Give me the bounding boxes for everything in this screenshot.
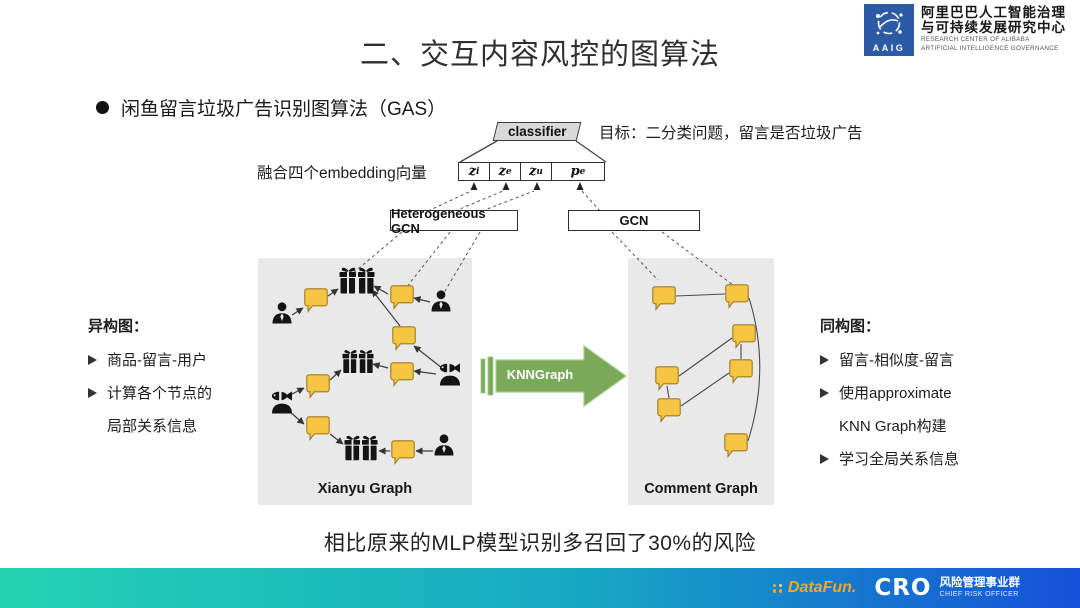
xianyu-graph-caption: Xianyu Graph [317, 481, 413, 497]
datafun-logo: DataFun. [772, 579, 857, 597]
footer-bar: DataFun. CRO 风险管理事业群 CHIEF RISK OFFICER [0, 568, 1080, 608]
list-arrow-icon [820, 354, 829, 365]
aaig-cn-line2: 与可持续发展研究中心 [921, 19, 1066, 35]
left-note-item: 计算各个节点的 [107, 385, 213, 402]
conclusion-text: 相比原来的MLP模型识别多召回了30%的风险 [323, 532, 757, 555]
embedding-arrowheads [470, 182, 584, 190]
bullet-icon [96, 101, 109, 114]
left-note-item: 局部关系信息 [107, 418, 198, 435]
homogeneous-notes: 同构图： 留言-相似度-留言 使用approximate KNN Graph构建… [820, 315, 959, 468]
dashed-connectors [351, 190, 734, 297]
aaig-logo: AAIG 阿里巴巴人工智能治理 与可持续发展研究中心 RESEARCH CENT… [864, 4, 1066, 56]
classifier-label: classifier [507, 124, 567, 139]
section-bullet: 闲鱼留言垃圾广告识别图算法（GAS） [96, 94, 446, 121]
comment-graph [652, 284, 761, 457]
cro-logo: CRO 风险管理事业群 CHIEF RISK OFFICER [874, 575, 1020, 601]
cro-en-label: CHIEF RISK OFFICER [939, 591, 1019, 598]
list-arrow-icon [88, 387, 97, 398]
datafun-wordmark: DataFun. [787, 579, 857, 596]
globe-icon [876, 11, 903, 35]
comment-graph-caption: Comment Graph [644, 481, 758, 497]
cro-cn-label: 风险管理事业群 [939, 577, 1021, 589]
cro-wordmark: CRO [874, 575, 932, 601]
left-note-item: 商品-留言-用户 [107, 352, 207, 369]
goal-text: 目标：二分类问题，留言是否垃圾广告 [599, 125, 863, 142]
right-note-item: 学习全局关系信息 [839, 451, 960, 468]
fusion-label: 融合四个embedding向量 [257, 165, 427, 182]
heterogeneous-gcn-box: Heterogeneous GCN [390, 206, 518, 236]
aaig-logo-mark: AAIG [864, 4, 914, 56]
section-heading: 闲鱼留言垃圾广告识别图算法（GAS） [121, 99, 447, 120]
left-notes-heading: 异构图： [88, 318, 149, 335]
aaig-en-line1: RESEARCH CENTER OF ALIBABA [921, 36, 1030, 43]
knn-arrow-label: KNNGraph [506, 367, 574, 382]
slide-title: 二、交互内容风控的图算法 [359, 39, 720, 71]
list-arrow-icon [88, 354, 97, 365]
right-note-item: 留言-相似度-留言 [839, 352, 954, 369]
knn-arrow [480, 344, 628, 408]
datafun-dots-icon [772, 583, 783, 593]
xianyu-panel [258, 258, 472, 505]
aaig-cn-line1: 阿里巴巴人工智能治理 [921, 5, 1066, 20]
aaig-abbr: AAIG [872, 43, 906, 53]
right-note-item: KNN Graph构建 [839, 418, 947, 435]
right-note-item: 使用approximate [839, 385, 952, 402]
list-arrow-icon [820, 387, 829, 398]
classifier-box: classifier [492, 122, 582, 141]
gcn-box: GCN [568, 210, 700, 231]
aaig-en-line2: ARTIFICIAL INTELLIGENCE GOVERNANCE [921, 44, 1059, 52]
heterogeneous-notes: 异构图： 商品-留言-用户 计算各个节点的 局部关系信息 [88, 315, 212, 435]
right-notes-heading: 同构图： [820, 318, 881, 335]
xianyu-graph [270, 266, 462, 464]
list-arrow-icon [820, 453, 829, 464]
